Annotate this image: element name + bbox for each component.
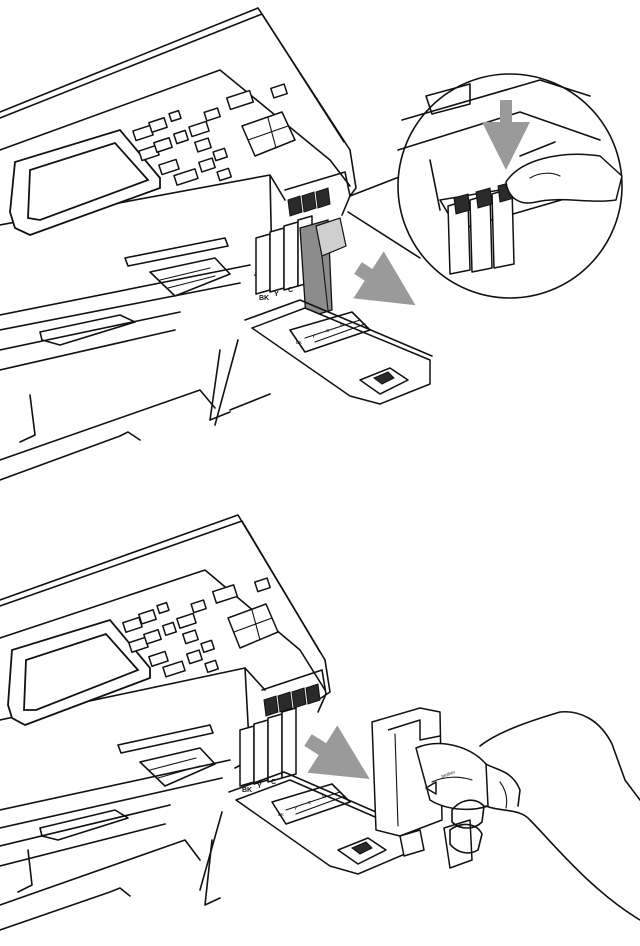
cartridge-brand-label: brother xyxy=(441,769,457,779)
ink-cartridge-bay: BK Y C xyxy=(255,171,351,319)
cover-label-m: M xyxy=(340,322,344,327)
pull-arrow xyxy=(353,251,416,306)
hand-pressing-lever xyxy=(505,153,623,204)
slot-label-bk: BK xyxy=(259,295,269,302)
panel-unpack-new-cartridge: BK Y C BK Y C M brother xyxy=(0,514,640,931)
hand-holding-cartridge xyxy=(449,710,640,921)
slot-label-c-2: C xyxy=(271,779,276,786)
cover-label-c: C xyxy=(326,328,330,333)
cover-label-m-2: M xyxy=(322,794,326,799)
cartridge-cover-open-2: BK Y C M xyxy=(199,771,409,891)
control-panel xyxy=(132,83,296,186)
new-ink-cartridge[interactable]: brother xyxy=(371,707,489,869)
cover-label-bk: BK xyxy=(296,340,302,345)
cover-label-bk-2: BK xyxy=(278,812,284,817)
cartridge-arrow-icon xyxy=(425,781,437,795)
lcd-screen xyxy=(9,128,161,236)
cover-label-y: Y xyxy=(312,334,315,339)
insert-arrow xyxy=(304,725,370,779)
cover-label-c-2: C xyxy=(308,800,312,805)
slot-label-y-2: Y xyxy=(257,783,262,790)
cover-label-y-2: Y xyxy=(294,806,297,811)
slot-label-bk-2: BK xyxy=(242,787,252,794)
lcd-screen-2 xyxy=(7,618,151,726)
slot-label-c: C xyxy=(288,287,293,294)
cartridge-cover-open: BK Y C M xyxy=(214,299,433,426)
control-panel-2 xyxy=(122,577,279,678)
magnified-inset xyxy=(347,73,623,299)
panel-remove-cartridge: BK Y C BK Y C M xyxy=(0,7,623,481)
ink-cartridge-bay-2: BK Y C xyxy=(239,669,327,794)
slot-label-y: Y xyxy=(274,291,279,298)
